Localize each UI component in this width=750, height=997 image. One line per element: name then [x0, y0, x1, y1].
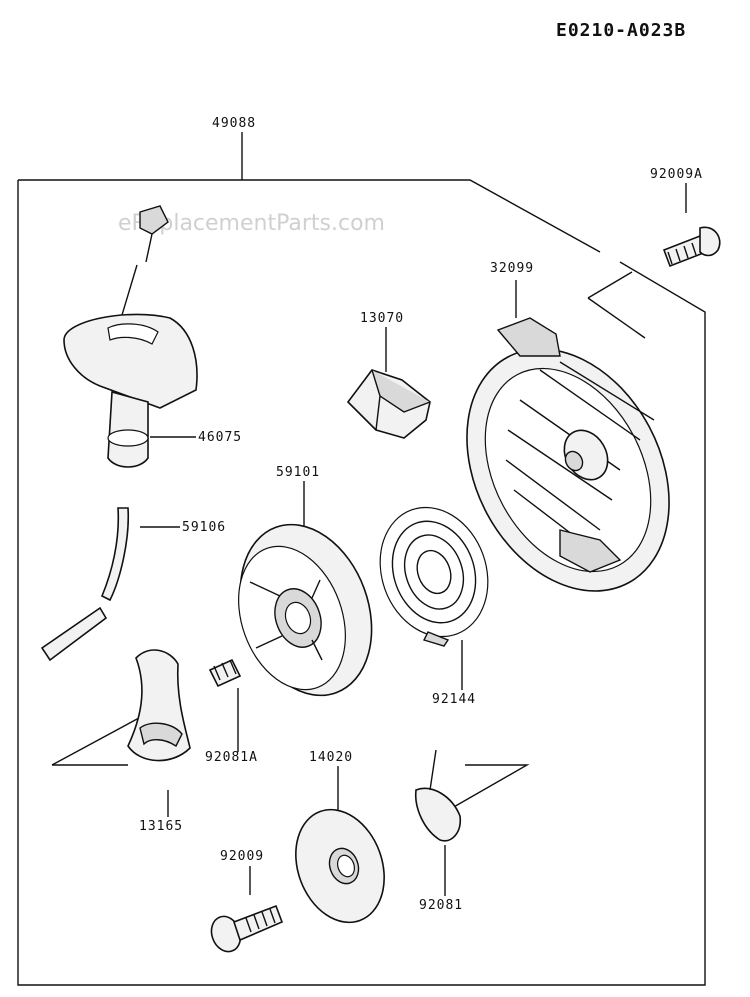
rope-guide-13070[interactable] [346, 369, 431, 439]
spring-clip-92081[interactable] [415, 749, 462, 842]
rope-59106[interactable] [40, 507, 130, 662]
assembly-frame [17, 132, 706, 986]
part-label-13070[interactable]: 13070 [360, 311, 404, 326]
bolt-92009a[interactable] [662, 226, 721, 268]
washer-14020[interactable] [281, 797, 400, 935]
reel-59101[interactable] [218, 506, 395, 714]
spring-92144[interactable] [363, 492, 506, 652]
starter-case-32099[interactable] [427, 314, 710, 626]
part-label-13165[interactable]: 13165 [139, 819, 183, 834]
part-label-46075[interactable]: 46075 [198, 430, 242, 445]
part-label-92081[interactable]: 92081 [419, 898, 463, 913]
diagram-code: E0210-A023B [556, 20, 686, 41]
part-label-92081a[interactable]: 92081A [205, 750, 258, 765]
part-label-32099[interactable]: 32099 [490, 261, 534, 276]
spring-92081a[interactable] [208, 658, 242, 688]
part-label-92009[interactable]: 92009 [220, 849, 264, 864]
part-label-49088[interactable]: 49088 [212, 116, 256, 131]
part-label-14020[interactable]: 14020 [309, 750, 353, 765]
bolt-92009[interactable] [207, 904, 284, 956]
part-label-92009a[interactable]: 92009A [650, 167, 703, 182]
leader-lines [51, 183, 687, 896]
part-label-59106[interactable]: 59106 [182, 520, 226, 535]
handle-46075[interactable] [63, 205, 198, 468]
part-label-92144[interactable]: 92144 [432, 692, 476, 707]
ratchet-13165[interactable] [127, 649, 191, 762]
part-label-59101[interactable]: 59101 [276, 465, 320, 480]
